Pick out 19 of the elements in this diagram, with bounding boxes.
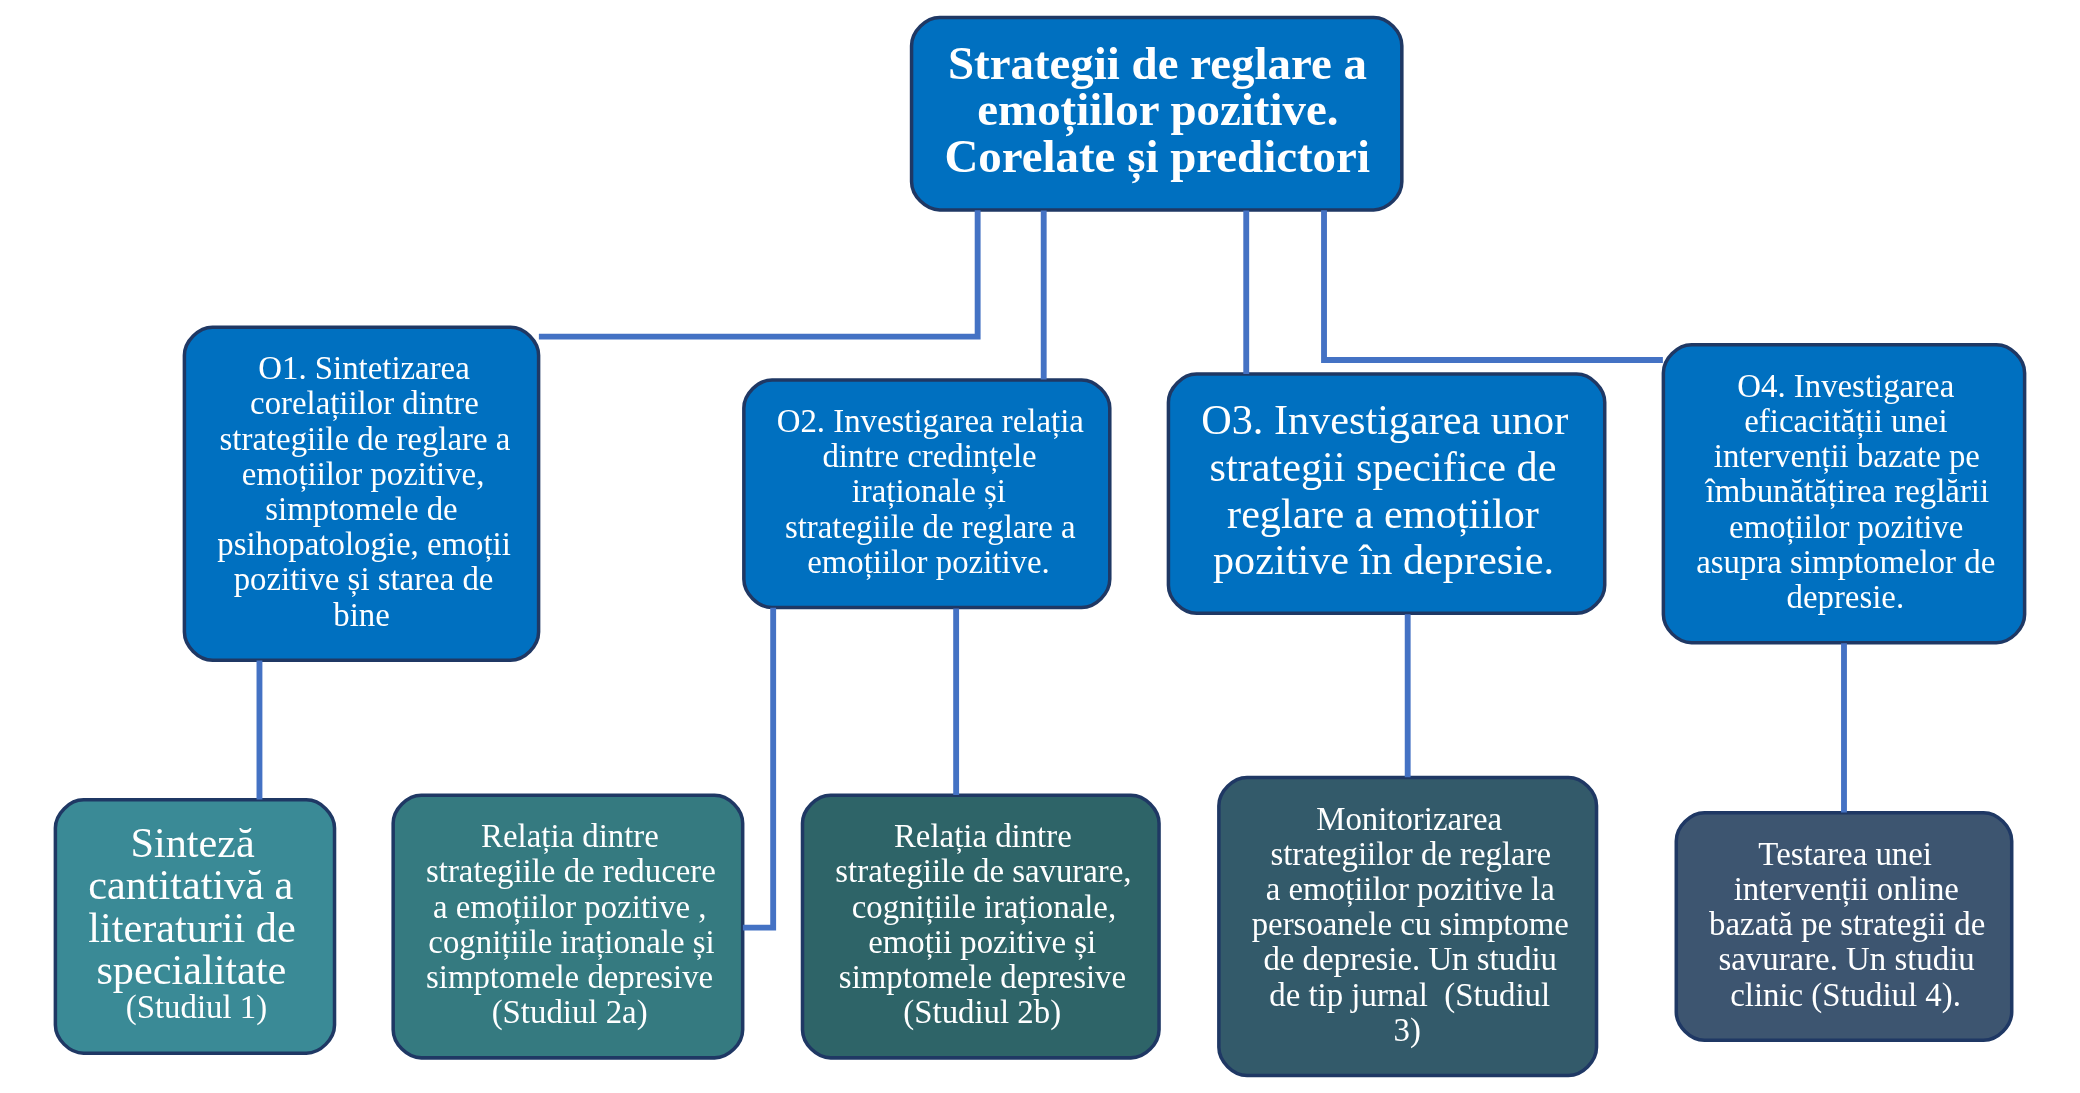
node-box: Relația dintre strategiile de savurare, cognițiile iraționale, emoții pozitive și simptomele depresive (Studiul 2b) <box>800 793 1161 1060</box>
connector <box>1321 210 1663 363</box>
connector <box>1404 614 1411 778</box>
node-box: O2. Investigarea relația dintre credințele iraționale și strategiile de reglare a emoțiilor pozitive. <box>742 378 1112 610</box>
connector <box>1243 210 1250 374</box>
connector <box>256 660 263 800</box>
node-box: Strategii de reglare a emoțiilor pozitive. Corelate și predictori <box>909 15 1404 212</box>
node-box: O3. Investigarea unor strategii specifice de reglare a emoțiilor pozitive în depresie. <box>1166 372 1607 616</box>
connector <box>1841 643 1847 813</box>
node-box: Relația dintre strategiile de reducere a emoțiilor pozitive , cognițiile iraționale și simptomele depresive (Studiul 2a) <box>391 793 745 1060</box>
connector <box>1040 210 1047 380</box>
node-box: Testarea unei intervenții online bazată pe strategii de savurare. Un studiu clinic (Studiul 4). <box>1674 811 2014 1043</box>
node-box: Sinteză cantitativă a literaturii de specialitate (Studiul 1) <box>53 798 337 1055</box>
node-box: Monitorizarea strategiilor de reglare a emoțiilor pozitive la persoanele cu simptome de depresie. Un studiu de tip jurnal (Studiul 3) <box>1217 775 1599 1078</box>
connector <box>538 210 981 340</box>
node-box: O1. Sintetizarea corelațiilor dintre strategiile de reglare a emoțiilor pozitive, simptomele de psihopatologie, emoții pozitive și starea de bine <box>182 325 541 663</box>
connector <box>953 608 960 796</box>
node-box: O4. Investigarea eficacității unei intervenții bazate pe îmbunătățirea reglării emoțiilor pozitive asupra simptomelor de depresie. <box>1661 343 2027 645</box>
connector <box>742 607 777 931</box>
